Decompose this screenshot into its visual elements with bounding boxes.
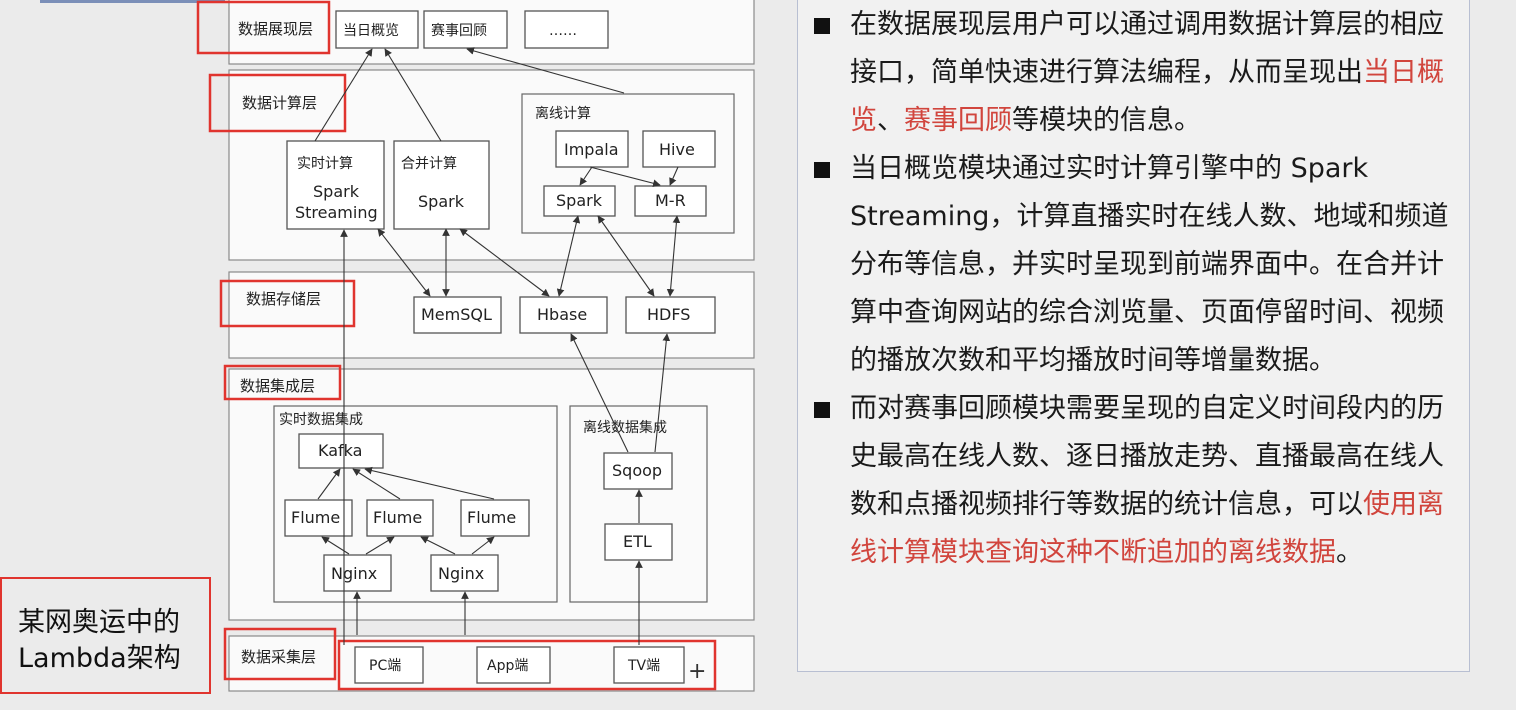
annotation-presentation	[196, 0, 331, 55]
diagram-caption: 某网奥运中的 Lambda架构	[18, 605, 208, 677]
memsql-label: MemSQL	[421, 305, 492, 324]
bullet-1-highlight-review: 赛事回顾	[904, 105, 1012, 136]
annotation-collection	[223, 627, 337, 681]
flow-arrows	[314, 47, 681, 645]
app-client-label: App端	[487, 658, 528, 674]
impala-node	[555, 130, 629, 168]
offline-compute-title: 离线计算	[535, 105, 591, 122]
caption-line-1: 某网奥运中的	[18, 607, 180, 638]
top-accent-strip	[40, 0, 225, 3]
bullet-square-icon	[814, 402, 830, 418]
kafka-node	[298, 433, 384, 469]
pc-client-label: PC端	[369, 658, 401, 674]
nginx-node-2	[430, 554, 499, 592]
hbase-label: Hbase	[537, 305, 587, 324]
flume-label-1: Flume	[291, 508, 340, 527]
caption-line-2: Lambda架构	[18, 643, 181, 674]
bullet-2-text: 当日概览模块通过实时计算引擎中的 Spark Streaming，计算直播实时在…	[850, 153, 1449, 376]
app-client-node	[476, 646, 551, 684]
layer-title-presentation: 数据展现层	[238, 20, 313, 38]
pc-client-node	[354, 646, 424, 684]
layer-title-storage: 数据存储层	[246, 290, 321, 308]
bullet-1-separator: 、	[877, 105, 904, 136]
module-event-review	[423, 10, 508, 49]
bullet-1-text: 在数据展现层用户可以通过调用数据计算层的相应接口，简单快速进行算法编程，从而呈现…	[850, 9, 1444, 88]
bullet-3-tail: 。	[1336, 537, 1363, 568]
merge-compute-title: 合并计算	[401, 156, 457, 172]
realtime-compute-title: 实时计算	[297, 156, 353, 172]
bullet-square-icon	[814, 18, 830, 34]
bullet-3-text: 而对赛事回顾模块需要呈现的自定义时间段内的历史最高在线人数、逐日播放走势、直播最…	[850, 393, 1444, 520]
merge-compute-box	[393, 140, 490, 230]
nginx-label-1: Nginx	[331, 564, 377, 583]
module-more-label: ……	[549, 23, 577, 39]
hive-node	[642, 130, 716, 168]
etl-node	[604, 523, 673, 561]
explanation-panel: 在数据展现层用户可以通过调用数据计算层的相应接口，简单快速进行算法编程，从而呈现…	[797, 0, 1470, 672]
kafka-label: Kafka	[318, 441, 362, 460]
bullet-1-highlight-overview: 当日概览	[850, 57, 1444, 136]
module-event-review-label: 赛事回顾	[431, 23, 487, 39]
bullet-3-highlight: 使用离线计算模块查询这种不断追加的离线数据	[850, 489, 1444, 568]
annotation-integration	[223, 364, 342, 401]
etl-label: ETL	[623, 532, 652, 551]
flume-node-1	[284, 499, 353, 537]
merge-spark-label: Spark	[418, 192, 465, 211]
flume-node-2	[366, 499, 434, 537]
realtime-compute-box	[286, 140, 385, 230]
module-daily-overview-label: 当日概览	[343, 23, 399, 39]
explanation-list: 在数据展现层用户可以通过调用数据计算层的相应接口，简单快速进行算法编程，从而呈现…	[812, 0, 1452, 576]
tv-client-node	[613, 646, 685, 684]
annotation-storage	[219, 279, 356, 328]
nginx-node-1	[323, 554, 392, 592]
flume-label-3: Flume	[467, 508, 516, 527]
hdfs-label: HDFS	[647, 305, 690, 324]
tv-client-label: TV端	[627, 658, 660, 674]
offline-spark-node	[543, 185, 616, 217]
flume-node-3	[460, 499, 530, 537]
layer-title-compute: 数据计算层	[242, 94, 317, 112]
cursor-crosshair-icon: +	[688, 659, 706, 684]
spark-streaming-line2: Streaming	[295, 203, 378, 222]
flume-label-2: Flume	[373, 508, 422, 527]
mr-label: M-R	[655, 191, 686, 210]
layer-title-collection: 数据采集层	[241, 648, 316, 666]
hbase-node	[519, 296, 608, 334]
realtime-integration-title: 实时数据集成	[279, 411, 363, 428]
bullet-square-icon	[814, 162, 830, 178]
layer-title-integration: 数据集成层	[240, 377, 315, 395]
mr-node	[634, 185, 707, 217]
annotation-clients	[337, 639, 717, 691]
hive-label: Hive	[659, 140, 695, 159]
impala-label: Impala	[564, 140, 619, 159]
sqoop-node	[603, 452, 673, 490]
module-more	[524, 10, 609, 49]
bullet-offline: 而对赛事回顾模块需要呈现的自定义时间段内的历史最高在线人数、逐日播放走势、直播最…	[812, 385, 1452, 577]
offline-integration-title: 离线数据集成	[583, 419, 667, 436]
bullet-presentation: 在数据展现层用户可以通过调用数据计算层的相应接口，简单快速进行算法编程，从而呈现…	[812, 1, 1452, 145]
bullet-1-tail: 等模块的信息。	[1012, 105, 1201, 136]
memsql-node	[413, 296, 502, 334]
lambda-architecture-diagram: 数据展现层 数据计算层 数据存储层 数据集成层 数据采集层 当日概览 赛事回顾 …	[196, 0, 755, 692]
annotation-compute	[208, 73, 347, 133]
caption-annotation-box	[0, 577, 211, 694]
module-daily-overview	[335, 10, 419, 49]
offline-spark-label: Spark	[556, 191, 603, 210]
nginx-label-2: Nginx	[438, 564, 484, 583]
hdfs-node	[625, 296, 716, 334]
sqoop-label: Sqoop	[612, 461, 662, 480]
bullet-realtime: 当日概览模块通过实时计算引擎中的 Spark Streaming，计算直播实时在…	[812, 145, 1452, 385]
spark-streaming-line1: Spark	[313, 182, 360, 201]
